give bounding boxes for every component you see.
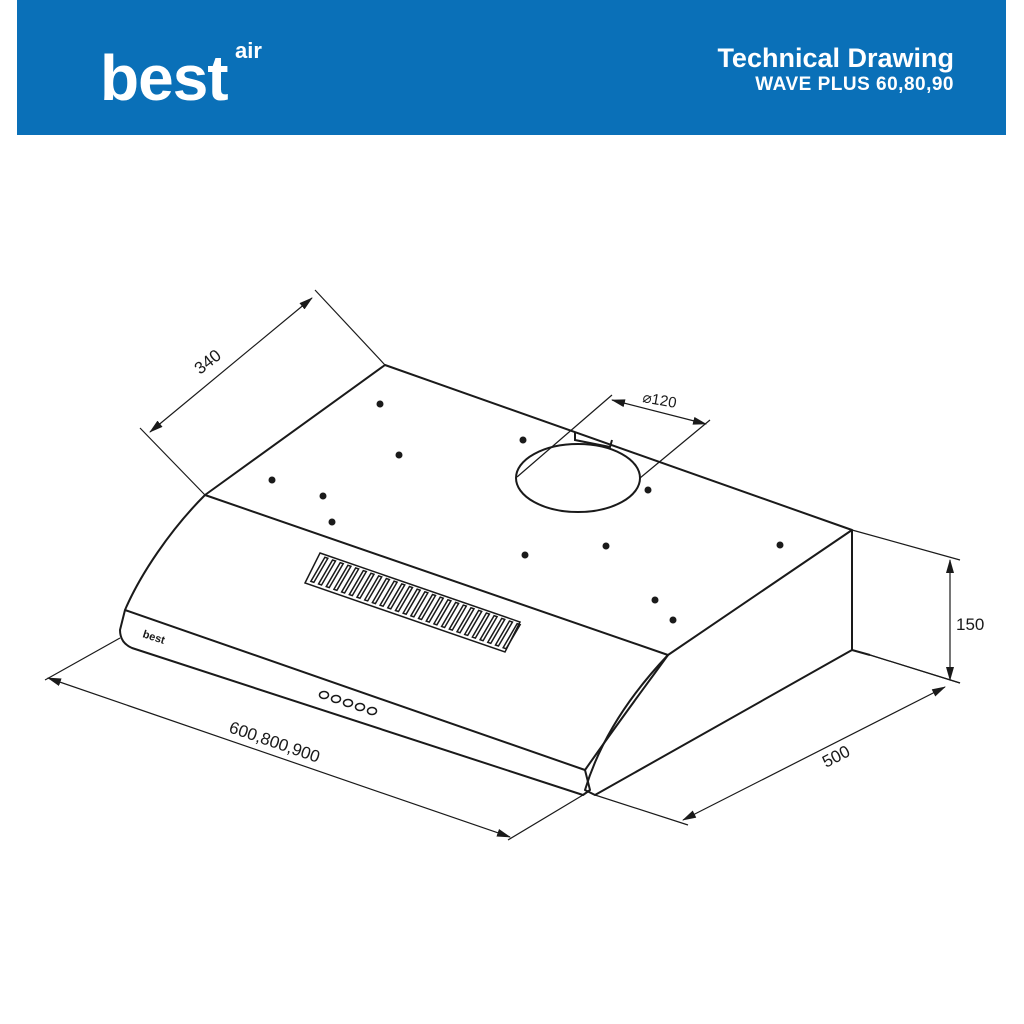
- extension-line: [516, 394, 613, 478]
- duct-circle: [515, 443, 641, 513]
- front-strip: [119, 609, 591, 796]
- mounting-hole: [776, 541, 784, 549]
- vent-slat: [471, 612, 491, 639]
- extension-line: [851, 529, 961, 561]
- vent-slat: [417, 593, 437, 621]
- dimension-label-depth-top: 340: [191, 346, 225, 378]
- vent-slat: [425, 596, 445, 624]
- vent-slat: [394, 585, 414, 613]
- extension-line: [507, 794, 584, 841]
- vent-slat: [402, 588, 422, 616]
- mounting-hole: [651, 596, 659, 604]
- dimension-label-depth: 500: [819, 742, 853, 772]
- side-panel: [584, 530, 853, 796]
- vent-slat: [317, 559, 337, 586]
- vent-frame: [303, 552, 522, 653]
- vent-slat: [463, 609, 483, 637]
- vent-slat: [363, 574, 383, 602]
- logo-superscript: air: [235, 38, 262, 63]
- vent-slat: [455, 606, 476, 634]
- vent-slat: [325, 561, 345, 589]
- vent-slat: [309, 556, 329, 584]
- dimension-line: [682, 686, 946, 821]
- dimension-line: [47, 677, 511, 838]
- vent-slat: [378, 580, 399, 608]
- extension-line: [314, 289, 386, 366]
- dimension-depth: [594, 654, 961, 826]
- dimension-label-height: 150: [956, 615, 984, 634]
- extension-line: [139, 427, 206, 496]
- extension-line: [594, 794, 689, 826]
- mounting-hole: [521, 551, 529, 559]
- vent-slat: [386, 582, 406, 610]
- mounting-hole: [319, 492, 327, 500]
- vent-slat: [432, 598, 453, 626]
- extension-line: [44, 637, 121, 681]
- control-button: [342, 698, 354, 708]
- front-brand-label: best: [141, 628, 167, 647]
- dimension-depth-top: [139, 289, 386, 496]
- mounting-hole: [328, 518, 336, 526]
- duct-opening: [515, 432, 641, 513]
- vent-slat: [409, 590, 429, 618]
- logo-text: best: [100, 42, 228, 110]
- mounting-hole: [376, 400, 384, 408]
- extension-line: [639, 419, 711, 479]
- vent-slat: [486, 617, 506, 645]
- dimension-duct-diameter: [516, 394, 711, 479]
- vent-slat: [348, 569, 368, 597]
- vent-slat: [355, 572, 376, 600]
- diameter-symbol: ⌀: [641, 389, 653, 407]
- vent-slat: [478, 614, 499, 642]
- control-button: [330, 694, 342, 704]
- mounting-hole: [395, 451, 403, 459]
- vent-slat: [371, 577, 391, 605]
- mounting-holes: [268, 400, 784, 624]
- dimension-line: [149, 297, 313, 433]
- mounting-hole: [644, 486, 652, 494]
- mounting-hole: [519, 436, 527, 444]
- dimension-height: [851, 529, 961, 684]
- mounting-hole: [602, 542, 610, 550]
- page-title: Technical Drawing: [717, 43, 954, 73]
- vent-slat: [448, 604, 468, 632]
- vent-slat: [494, 620, 514, 647]
- dimension-label-duct-diameter: ⌀120: [641, 389, 677, 412]
- vent-slat: [340, 567, 360, 594]
- dimension-line: [611, 399, 707, 425]
- model-subtitle: WAVE PLUS 60,80,90: [755, 74, 954, 95]
- control-button: [366, 706, 378, 716]
- header-title-block: Technical Drawing WAVE PLUS 60,80,90: [717, 42, 954, 96]
- top-panel: [204, 364, 853, 656]
- dimension-width: [44, 637, 584, 841]
- vent-slat: [332, 564, 353, 592]
- control-button: [354, 702, 366, 712]
- duct-notch: [574, 432, 613, 449]
- vent-grille: [303, 552, 522, 653]
- side-bottom: [851, 649, 871, 656]
- extension-line: [869, 654, 961, 684]
- header-banner: [17, 0, 1006, 135]
- vent-slats: [309, 556, 522, 650]
- best-air-logo: best air: [100, 38, 262, 110]
- control-button: [318, 690, 330, 700]
- front-slope: [124, 494, 669, 771]
- diameter-value: 120: [650, 391, 678, 412]
- mounting-hole: [268, 476, 276, 484]
- dimension-label-width: 600,800,900: [227, 718, 323, 767]
- vent-slat: [502, 622, 522, 650]
- mounting-hole: [669, 616, 677, 624]
- vent-slat: [440, 601, 460, 629]
